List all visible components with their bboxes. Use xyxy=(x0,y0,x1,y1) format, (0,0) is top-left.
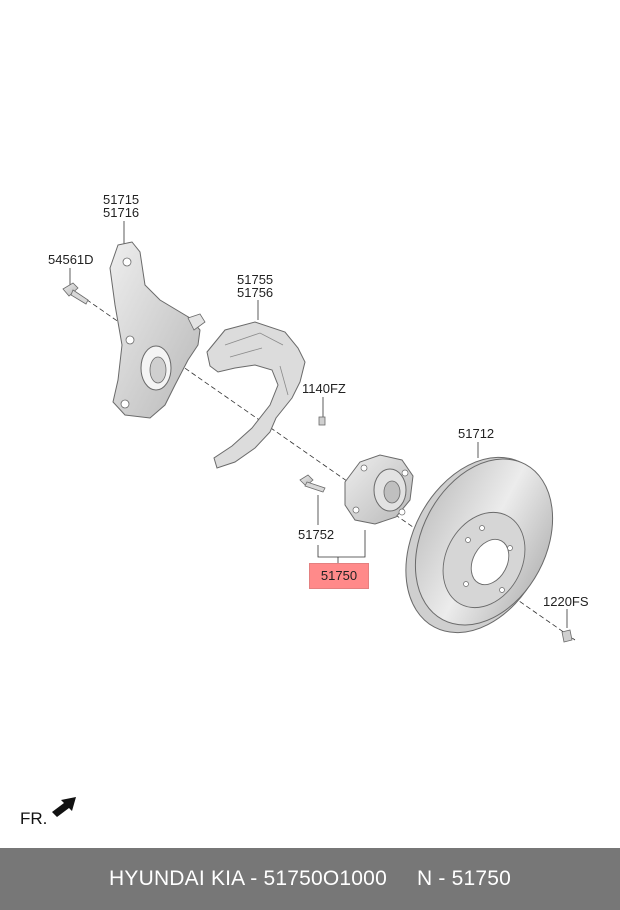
dust-shield xyxy=(206,321,306,469)
front-direction-label: FR. xyxy=(20,809,48,828)
footer-bar: HYUNDAI KIA - 51750O1000 N - 51750 xyxy=(0,848,620,910)
label-51755: 51755 xyxy=(237,272,274,287)
steering-knuckle xyxy=(109,241,206,419)
label-51715: 51715 xyxy=(103,192,140,207)
footer-part-info: HYUNDAI KIA - 51750O1000 xyxy=(109,867,387,890)
label-1220fs: 1220FS xyxy=(543,594,589,609)
exploded-parts-diagram: 51715 51716 54561D 51755 51756 1140FZ 51… xyxy=(20,192,589,829)
label-51712: 51712 xyxy=(458,426,495,441)
label-54561d: 54561D xyxy=(48,252,94,267)
brake-disc xyxy=(405,456,554,634)
label-1140fz: 1140FZ xyxy=(302,381,346,396)
screw-1140fz xyxy=(318,416,326,426)
arrow-icon xyxy=(52,797,76,817)
footer-ref-info: N - 51750 xyxy=(416,867,511,890)
label-51752: 51752 xyxy=(298,527,335,542)
disc-screw-1220fs xyxy=(561,629,573,643)
hub-bolt-51752 xyxy=(299,474,326,493)
label-51750-highlighted: 51750 xyxy=(309,563,369,589)
wheel-hub-assembly xyxy=(344,454,414,525)
diagram-drawing xyxy=(52,221,576,817)
label-51756: 51756 xyxy=(237,285,274,300)
label-51716: 51716 xyxy=(103,205,140,220)
bolt-54561d xyxy=(62,282,89,305)
